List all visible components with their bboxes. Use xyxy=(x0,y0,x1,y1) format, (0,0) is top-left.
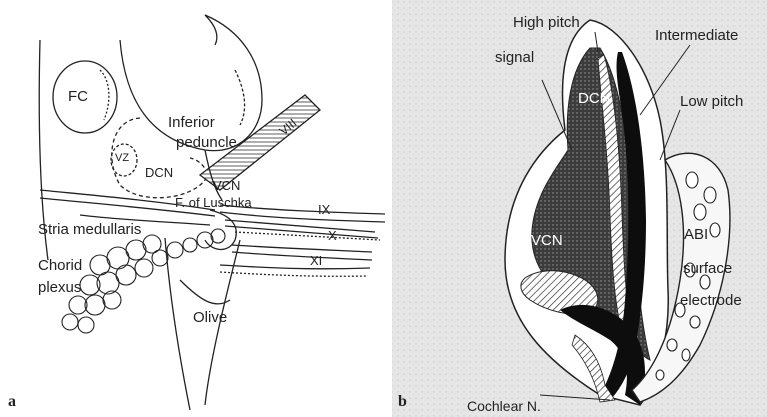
label-chorid: Chorid xyxy=(38,257,82,274)
label-electrode: electrode xyxy=(680,292,742,309)
label-x: X xyxy=(328,228,337,243)
label-inferior: Inferior xyxy=(168,114,215,131)
label-signal: signal xyxy=(495,49,534,66)
panel-letter-a: a xyxy=(8,393,16,411)
label-ix: IX xyxy=(318,202,330,217)
label-f-of-luschka: F. of Luschka xyxy=(175,195,252,210)
label-dcn-b: DCN xyxy=(578,90,611,107)
label-dcn-a: DCN xyxy=(145,165,173,180)
label-peduncle: peduncle xyxy=(176,134,237,151)
label-viii: VIII xyxy=(277,116,300,138)
label-intermediate: Intermediate xyxy=(655,27,738,44)
label-xi: XI xyxy=(310,253,322,268)
label-low-pitch: Low pitch xyxy=(680,93,743,110)
label-vcn-a: VCN xyxy=(213,178,240,193)
label-vz: VZ xyxy=(115,152,129,164)
label-vcn-b: VCN xyxy=(531,232,563,249)
label-olive: Olive xyxy=(193,309,227,326)
label-abi: ABI xyxy=(684,226,708,243)
label-plexus: plexus xyxy=(38,279,81,296)
label-high-pitch: High pitch xyxy=(513,14,580,31)
label-surface: surface xyxy=(683,260,732,277)
panel-letter-b: b xyxy=(398,393,407,411)
label-fc: FC xyxy=(68,88,88,105)
label-stria-medullaris: Stria medullaris xyxy=(38,221,141,238)
label-cochlear-n: Cochlear N. xyxy=(467,398,541,414)
